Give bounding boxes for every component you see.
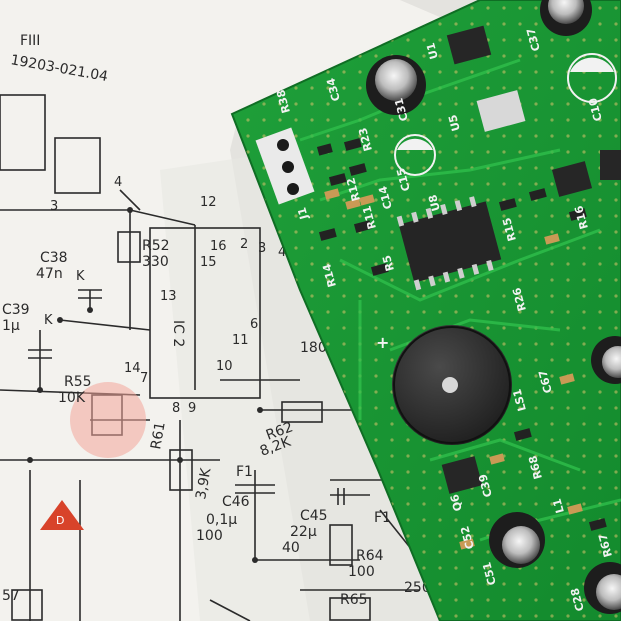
pcb-r26: R26 <box>510 286 529 313</box>
capacitors <box>366 0 621 614</box>
pcb-r5: R5 <box>380 254 397 273</box>
sch-c38: C38 <box>40 250 68 266</box>
pcb-c37: C37 <box>524 27 543 53</box>
pcb-r38: R38 <box>274 88 293 114</box>
pcb-board: R38 C34 R23 R12 R11 R14 R5 C14 C15 C31 U… <box>230 0 621 621</box>
ic-chip-u8 <box>398 201 502 283</box>
sch-p11: 11 <box>232 333 249 348</box>
sch-c46v2: 100 <box>196 528 223 544</box>
warning-triangle-icon <box>40 500 84 530</box>
warning-label: D <box>56 514 64 527</box>
sch-p6: 6 <box>250 317 258 332</box>
pcb-c67: C67 <box>536 369 555 395</box>
pcb-c52: C52 <box>458 525 477 551</box>
sch-c39: C39 <box>2 302 30 318</box>
sch-r55v: 10K <box>58 390 86 406</box>
sch-c46: C46 <box>222 494 250 510</box>
pcb-c51: C51 <box>480 561 499 587</box>
pcb-c14: C14 <box>376 184 395 210</box>
sch-p14: 14 <box>124 361 141 376</box>
pcb-r16: R16 <box>572 204 591 231</box>
pcb-r12: R12 <box>344 176 363 202</box>
sch-p8: 8 <box>172 401 180 416</box>
pcb-u8: U8 <box>426 193 443 212</box>
sch-r52: R52 <box>142 238 170 254</box>
sch-f2: F1 <box>374 510 391 526</box>
sch-c39v: 1μ <box>2 318 20 334</box>
sch-p15: 15 <box>200 255 217 270</box>
sch-57: 57 <box>2 588 20 604</box>
sch-r55: R55 <box>64 374 92 390</box>
sch-r64v: 100 <box>348 564 375 580</box>
sch-c45v: 22μ <box>290 524 317 540</box>
sch-180: 180 <box>300 340 327 356</box>
sch-r52v: 330 <box>142 254 169 270</box>
pcb-l1: L1 <box>551 497 567 515</box>
sch-p12: 12 <box>200 195 217 210</box>
highlight-circle <box>70 382 146 458</box>
sch-p3: 3 <box>258 241 266 256</box>
sch-c45: C45 <box>300 508 328 524</box>
sch-p2: 2 <box>240 237 248 252</box>
pcb-u5: U5 <box>446 113 463 132</box>
sch-p16: 16 <box>210 239 227 254</box>
sch-k1: K <box>76 269 85 284</box>
pcb-u1: U1 <box>424 41 441 60</box>
pcb-r15: R15 <box>500 216 519 242</box>
pcb-r68: R68 <box>526 454 545 480</box>
sch-p4: 4 <box>278 245 286 260</box>
sch-r65: R65 <box>340 592 368 608</box>
sch-p9: 9 <box>188 401 196 416</box>
sch-c45v2: 40 <box>282 540 300 556</box>
sch-ic2: IC 2 <box>170 320 186 347</box>
sch-p3b: 3 <box>50 199 58 214</box>
schematic-dots <box>27 207 263 563</box>
pcb-c15: C15 <box>394 167 413 193</box>
sch-c38v: 47n <box>36 266 63 282</box>
pcb-r11: R11 <box>360 204 379 230</box>
sch-c46v: 0,1μ <box>206 512 237 528</box>
pcb-ls1: LS1 <box>510 387 528 412</box>
pcb-q6: Q6 <box>448 492 465 512</box>
sch-r61v: 3,9K <box>193 466 214 501</box>
sch-header-1: FIII <box>20 33 40 49</box>
pcb-c10: C10 <box>586 96 605 122</box>
pcb-c39: C39 <box>476 473 495 499</box>
sch-r64: R64 <box>356 548 384 564</box>
sch-p13: 13 <box>160 289 177 304</box>
sch-p7: 7 <box>140 371 148 386</box>
sch-p10: 10 <box>216 359 233 374</box>
pcb-r67: R67 <box>596 532 615 558</box>
pcb-r23: R23 <box>356 126 375 152</box>
pcb-c31: C31 <box>392 97 411 123</box>
sch-k2: K <box>44 313 53 328</box>
sch-r61: R61 <box>148 421 169 451</box>
sch-f1: F1 <box>236 464 253 480</box>
pcb-plus: + <box>376 333 389 352</box>
sch-p4b: 4 <box>114 175 122 190</box>
pcb-c28: C28 <box>568 587 587 613</box>
pcb-j1: J1 <box>295 206 311 222</box>
pcb-c34: C34 <box>324 76 343 102</box>
pcb-r14: R14 <box>320 262 339 289</box>
pcb-silkscreen: R38 C34 R23 R12 R11 R14 R5 C14 C15 C31 U… <box>274 27 615 613</box>
